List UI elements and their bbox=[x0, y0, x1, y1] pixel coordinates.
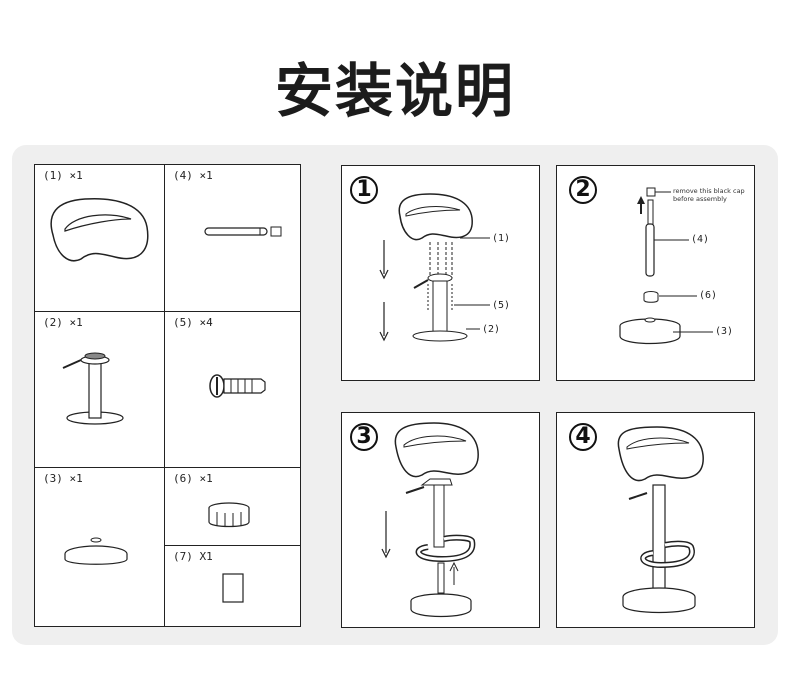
step-4: 4 bbox=[556, 412, 755, 628]
parts-list: (1) ×1 (4) ×1 (2) ×1 (5) ×4 bbox=[34, 164, 301, 627]
rod-drawing bbox=[204, 226, 282, 237]
step-2-note-line2: before assembly bbox=[673, 195, 727, 203]
base-drawing bbox=[64, 537, 128, 565]
part-card: (7) X1 bbox=[164, 545, 301, 627]
seat-drawing bbox=[50, 197, 149, 262]
step-4-drawing bbox=[617, 426, 704, 614]
step-1-drawing bbox=[379, 193, 490, 342]
step-2-callout-ring: (6) bbox=[699, 290, 718, 301]
part-screws-label: (5) ×4 bbox=[173, 316, 213, 329]
step-1: 1 (1) (5) (2) bbox=[341, 165, 540, 381]
step-1-number: 1 bbox=[350, 176, 378, 204]
part-base-label: (3) ×1 bbox=[43, 472, 83, 485]
part-gas-lift: (2) ×1 bbox=[34, 311, 165, 468]
part-seat-label: (1) ×1 bbox=[43, 169, 83, 182]
step-3: 3 bbox=[341, 412, 540, 628]
part-base: (3) ×1 bbox=[34, 467, 165, 627]
part-screws: (5) ×4 bbox=[164, 311, 301, 468]
step-4-number: 4 bbox=[569, 423, 597, 451]
step-2-drawing bbox=[619, 187, 713, 345]
part-rod: (4) ×1 bbox=[164, 164, 301, 312]
part-seat: (1) ×1 bbox=[34, 164, 165, 312]
step-2-number: 2 bbox=[569, 176, 597, 204]
step-2-note-line1: remove this black cap bbox=[673, 187, 745, 195]
step-1-callout-seat: (1) bbox=[492, 233, 511, 244]
step-2-callout-rod: (4) bbox=[691, 234, 710, 245]
step-2-callout-base: (3) bbox=[715, 326, 734, 337]
step-1-callout-gas-lift: (2) bbox=[482, 324, 501, 335]
page-title: 安装说明 bbox=[274, 57, 515, 125]
ring-drawing bbox=[208, 502, 250, 528]
part-rod-label: (4) ×1 bbox=[173, 169, 213, 182]
gas-lift-drawing bbox=[62, 352, 124, 425]
part-ring: (6) ×1 bbox=[164, 467, 301, 546]
step-3-drawing bbox=[381, 422, 479, 618]
part-ring-label: (6) ×1 bbox=[173, 472, 213, 485]
card-drawing bbox=[222, 573, 244, 603]
step-1-callout-screws: (5) bbox=[492, 300, 511, 311]
part-gas-lift-label: (2) ×1 bbox=[43, 316, 83, 329]
part-card-label: (7) X1 bbox=[173, 550, 213, 563]
screw-drawing bbox=[209, 374, 266, 398]
step-3-number: 3 bbox=[350, 423, 378, 451]
